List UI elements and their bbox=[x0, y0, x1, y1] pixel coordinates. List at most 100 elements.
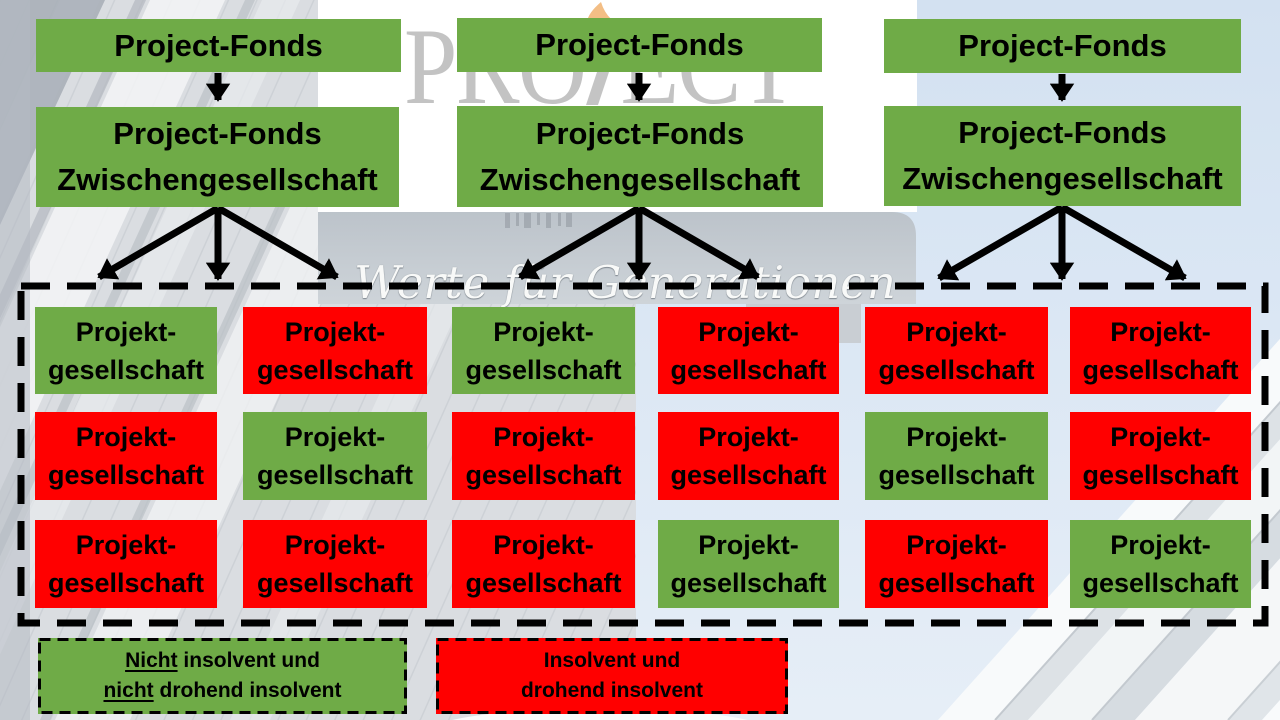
project-company-r1c1: Projekt- gesellschaft bbox=[35, 307, 217, 394]
subsidiary-box-3-line2: Zwischengesellschaft bbox=[902, 161, 1223, 196]
cell-label-line1: Projekt- bbox=[698, 530, 799, 560]
cell-label-line1: Projekt- bbox=[75, 422, 177, 452]
project-company-r2c3: Projekt- gesellschaft bbox=[452, 412, 635, 500]
cell-label-line2: gesellschaft bbox=[878, 354, 1035, 385]
arrow-b-right bbox=[637, 204, 760, 281]
subsidiary-box-2-line2: Zwischengesellschaft bbox=[479, 161, 801, 197]
subsidiary-box-3: Project-Fonds Zwischengesellschaft bbox=[884, 106, 1241, 206]
arrow-b-left bbox=[518, 204, 641, 281]
cell-label-line1: Projekt- bbox=[284, 530, 386, 560]
cell-label-line2: gesellschaft bbox=[1082, 568, 1239, 598]
project-company-r1c2: Projekt- gesellschaft bbox=[243, 307, 427, 394]
barcode-mark bbox=[546, 213, 551, 228]
cell-label-line2: gesellschaft bbox=[670, 354, 827, 385]
legend-solvent-line1-underlined: Nicht bbox=[125, 649, 178, 672]
building-streak bbox=[1262, 699, 1280, 720]
cell-label-line2: gesellschaft bbox=[465, 354, 622, 385]
arrow-a-left bbox=[97, 204, 220, 281]
legend-solvent-line2: nicht drohend insolvent bbox=[103, 676, 341, 706]
cell-label-line1: Projekt- bbox=[1110, 316, 1211, 347]
legend-insolvent: Insolvent und drohend insolvent bbox=[436, 638, 788, 714]
legend-insolvent-line2: drohend insolvent bbox=[520, 679, 703, 702]
project-company-r1c4: Projekt- gesellschaft bbox=[658, 307, 839, 394]
cell-label-line1: Projekt- bbox=[906, 530, 1007, 560]
fund-box-1-label: Project-Fonds bbox=[114, 27, 323, 63]
cell-label-line1: Projekt- bbox=[284, 316, 386, 347]
project-company-r3c1: Projekt- gesellschaft bbox=[35, 520, 217, 608]
fund-box-1: Project-Fonds bbox=[36, 19, 401, 72]
cell-label-line1: Projekt- bbox=[1110, 422, 1211, 452]
barcode-mark bbox=[558, 213, 561, 226]
cell-label-line2: gesellschaft bbox=[47, 460, 205, 490]
fund-box-2-label: Project-Fonds bbox=[535, 27, 744, 62]
cell-label-line2: gesellschaft bbox=[878, 460, 1035, 490]
arrow-a-right bbox=[216, 204, 339, 281]
legend-solvent-line2-rest: drohend insolvent bbox=[153, 679, 342, 702]
subsidiary-box-1-line2: Zwischengesellschaft bbox=[57, 162, 378, 197]
project-company-r2c6: Projekt- gesellschaft bbox=[1070, 412, 1251, 500]
cell-label-line1: Projekt- bbox=[493, 422, 594, 452]
cell-label-line1: Projekt- bbox=[698, 316, 799, 347]
legend-insolvent-line1: Insolvent und bbox=[543, 649, 681, 672]
cell-label-line1: Projekt- bbox=[284, 422, 386, 452]
subsidiary-box-1-line1: Project-Fonds bbox=[113, 116, 322, 151]
project-company-r1c5: Projekt- gesellschaft bbox=[865, 307, 1048, 394]
arrow-c-right bbox=[1060, 203, 1187, 282]
cell-label-line1: Projekt- bbox=[1110, 530, 1211, 560]
project-company-r2c4: Projekt- gesellschaft bbox=[658, 412, 839, 500]
cell-label-line2: gesellschaft bbox=[47, 354, 205, 385]
project-company-r1c6: Projekt- gesellschaft bbox=[1070, 307, 1251, 394]
cell-label-line2: gesellschaft bbox=[465, 460, 622, 490]
arrow-c-left bbox=[937, 203, 1064, 282]
cell-label-line2: gesellschaft bbox=[256, 354, 414, 385]
building-edge bbox=[0, 0, 30, 720]
cell-label-line2: gesellschaft bbox=[465, 568, 622, 598]
project-company-r3c3: Projekt- gesellschaft bbox=[452, 520, 635, 608]
subsidiary-box-1: Project-Fonds Zwischengesellschaft bbox=[36, 107, 399, 207]
cell-label-line2: gesellschaft bbox=[1082, 460, 1239, 490]
cell-label-line2: gesellschaft bbox=[256, 460, 414, 490]
subsidiary-box-2-line1: Project-Fonds bbox=[535, 115, 745, 151]
project-company-r3c4: Projekt- gesellschaft bbox=[658, 520, 839, 608]
subsidiary-box-2: Project-Fonds Zwischengesellschaft bbox=[457, 106, 823, 207]
barcode-mark bbox=[537, 213, 540, 225]
cell-label-line1: Projekt- bbox=[75, 316, 177, 347]
cell-label-line2: gesellschaft bbox=[47, 568, 205, 598]
project-company-r2c2: Projekt- gesellschaft bbox=[243, 412, 427, 500]
cell-label-line2: gesellschaft bbox=[878, 568, 1035, 598]
cell-label-line2: gesellschaft bbox=[670, 568, 827, 598]
band-shape bbox=[318, 212, 916, 304]
building-streak bbox=[1135, 558, 1280, 720]
cell-label-line1: Projekt- bbox=[493, 530, 594, 560]
barcode-mark bbox=[516, 213, 519, 226]
project-company-r2c5: Projekt- gesellschaft bbox=[865, 412, 1048, 500]
barcode-mark bbox=[566, 213, 572, 227]
cell-label-line1: Projekt- bbox=[493, 316, 594, 347]
fund-box-3: Project-Fonds bbox=[884, 19, 1241, 73]
project-company-r1c3: Projekt- gesellschaft bbox=[452, 307, 635, 394]
legend-solvent-line1-rest: insolvent und bbox=[177, 649, 320, 672]
project-company-r3c6: Projekt- gesellschaft bbox=[1070, 520, 1251, 608]
group-dashed-border bbox=[17, 282, 1269, 627]
legend-solvent-line1: Nicht insolvent und bbox=[125, 646, 320, 676]
project-company-r3c2: Projekt- gesellschaft bbox=[243, 520, 427, 608]
building-streak bbox=[1028, 439, 1280, 720]
fund-box-3-label: Project-Fonds bbox=[958, 28, 1167, 63]
subsidiary-box-3-line1: Project-Fonds bbox=[958, 115, 1167, 150]
cell-label-line1: Projekt- bbox=[75, 530, 177, 560]
project-company-r2c1: Projekt- gesellschaft bbox=[35, 412, 217, 500]
cell-label-line2: gesellschaft bbox=[670, 460, 827, 490]
legend-solvent: Nicht insolvent und nicht drohend insolv… bbox=[38, 638, 407, 714]
legend-solvent-line2-underlined: nicht bbox=[103, 679, 154, 702]
cell-label-line2: gesellschaft bbox=[256, 568, 414, 598]
cell-label-line1: Projekt- bbox=[698, 422, 799, 452]
fund-box-2: Project-Fonds bbox=[457, 18, 822, 72]
cell-label-line1: Projekt- bbox=[906, 422, 1007, 452]
project-company-r3c5: Projekt- gesellschaft bbox=[865, 520, 1048, 608]
band-barcode bbox=[505, 213, 572, 228]
cell-label-line1: Projekt- bbox=[906, 316, 1007, 347]
barcode-mark bbox=[524, 213, 531, 228]
cell-label-line2: gesellschaft bbox=[1082, 354, 1239, 385]
